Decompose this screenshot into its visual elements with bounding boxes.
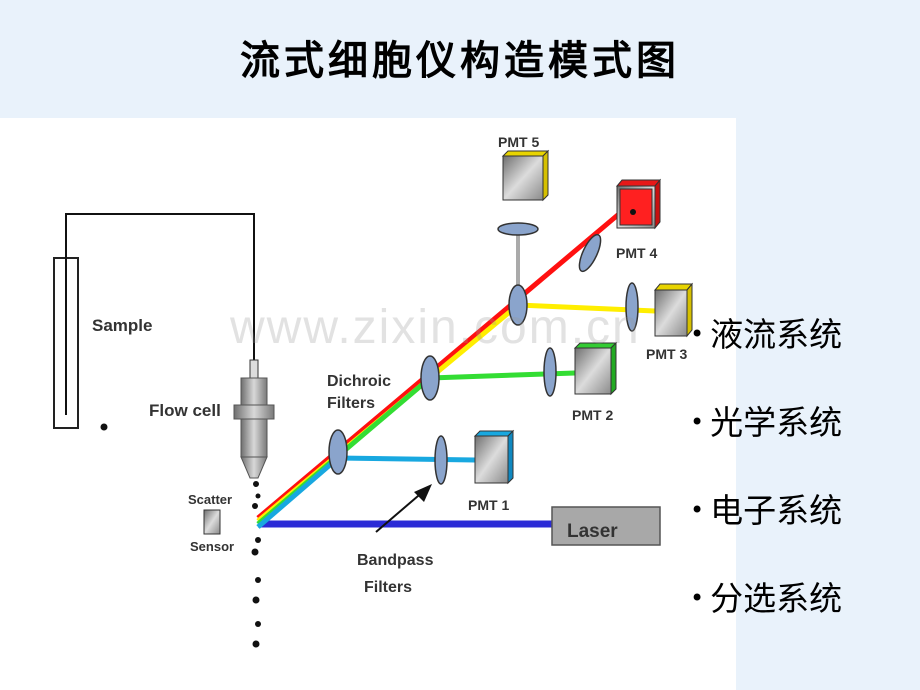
sample-label: Sample xyxy=(92,316,152,335)
systems-list-item: •液流系统 xyxy=(690,310,842,398)
sample-drop xyxy=(100,423,108,431)
bandpass-filter-3 xyxy=(625,282,639,332)
cyan-beam xyxy=(256,456,340,529)
pmt-4 xyxy=(615,178,662,230)
title-band xyxy=(0,0,920,118)
systems-list-item: •分选系统 xyxy=(690,574,842,662)
dichroic-label-line1: Dichroic xyxy=(327,373,391,390)
pmt1-label: PMT 1 xyxy=(468,497,509,513)
bullet-icon: • xyxy=(690,408,705,436)
systems-list-item: •电子系统 xyxy=(690,486,842,574)
pmt-3 xyxy=(653,282,694,338)
dichroic-filter-3 xyxy=(508,284,528,326)
pmt3-label: PMT 3 xyxy=(646,346,687,362)
systems-list-item: •光学系统 xyxy=(690,398,842,486)
bandpass-filter-4 xyxy=(578,233,602,273)
sample-tubing xyxy=(65,213,255,415)
bullet-icon: • xyxy=(690,320,705,348)
red-beam xyxy=(256,201,634,520)
pmt-1 xyxy=(473,429,515,485)
system-label: 分选系统 xyxy=(710,579,843,618)
system-label: 电子系统 xyxy=(710,491,843,530)
cell-stream xyxy=(251,481,261,648)
pmt1-beam xyxy=(337,455,476,463)
bandpass-filter-2 xyxy=(543,347,557,397)
sensor-label: Sensor xyxy=(190,539,234,554)
dichroic-filter-2 xyxy=(420,355,440,401)
scatter-sensor xyxy=(203,509,221,535)
systems-list: •液流系统 •光学系统 •电子系统 •分选系统 xyxy=(690,310,842,662)
flow-cell-label: Flow cell xyxy=(149,401,221,420)
bandpass-filter-5 xyxy=(497,222,539,236)
bandpass-filter-1 xyxy=(434,435,448,485)
bullet-icon: • xyxy=(690,584,705,612)
bandpass-label-line2: Filters xyxy=(364,579,412,596)
system-label: 液流系统 xyxy=(710,315,843,354)
pmt2-label: PMT 2 xyxy=(572,407,613,423)
system-label: 光学系统 xyxy=(710,403,843,442)
pmt-5 xyxy=(501,149,550,202)
dichroic-filters xyxy=(328,284,528,475)
dichroic-label-line2: Filters xyxy=(327,395,375,412)
pmt5-label: PMT 5 xyxy=(498,134,539,150)
dichroic-filter-1 xyxy=(328,429,348,475)
pmt-2 xyxy=(573,341,618,396)
pmt4-label: PMT 4 xyxy=(616,245,657,261)
laser-label: Laser xyxy=(567,521,618,542)
flow-cell xyxy=(233,359,275,479)
bullet-icon: • xyxy=(690,496,705,524)
page-title: 流式细胞仪构造模式图 xyxy=(240,37,680,84)
bandpass-arrow xyxy=(375,484,432,533)
laser-source xyxy=(551,506,661,546)
scatter-label: Scatter xyxy=(188,492,232,507)
watermark: www.zixin.com.cn xyxy=(230,301,641,354)
bandpass-filters xyxy=(434,222,639,485)
bandpass-label-line1: Bandpass xyxy=(357,552,434,569)
